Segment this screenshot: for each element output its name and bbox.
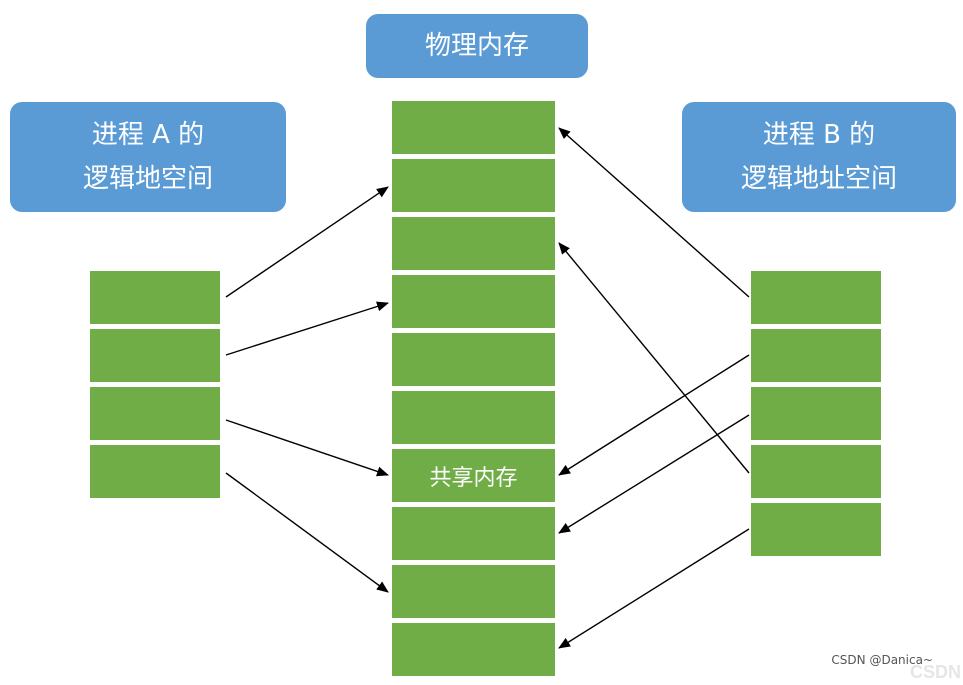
physical-memory-block — [392, 333, 555, 386]
process-b-title: 进程 B 的 逻辑地址空间 — [682, 102, 956, 212]
process-a-block — [90, 329, 220, 382]
arrow-b2 — [558, 354, 750, 476]
physical-memory-block — [392, 101, 555, 154]
process-a-title-line2: 逻辑地空间 — [82, 164, 213, 194]
arrow-a3 — [225, 419, 389, 477]
arrow-b1 — [558, 127, 750, 298]
arrow-a2 — [225, 301, 389, 356]
process-a-block — [90, 445, 220, 498]
process-b-title-line2: 逻辑地址空间 — [740, 164, 897, 194]
process-b-block — [751, 445, 881, 498]
csdn-logo-watermark: CSDN — [909, 662, 961, 682]
physical-memory-block — [392, 275, 555, 328]
arrow-a1 — [225, 186, 389, 298]
physical-memory-block — [392, 217, 555, 270]
arrow-b3 — [558, 414, 750, 534]
shared-memory-label: 共享内存 — [429, 465, 518, 491]
arrow-b5 — [558, 528, 750, 649]
arrow-a4 — [225, 472, 389, 593]
physical-memory-block — [392, 391, 555, 444]
arrow-b4 — [558, 242, 750, 474]
physical-memory-block — [392, 623, 555, 676]
physical-memory-block — [392, 565, 555, 618]
process-b-block — [751, 329, 881, 382]
process-b-block — [751, 271, 881, 324]
physical-memory-title-text: 物理内存 — [424, 31, 529, 61]
physical-memory-title: 物理内存 — [366, 14, 588, 78]
process-a-block — [90, 271, 220, 324]
process-a-block — [90, 387, 220, 440]
physical-memory-block — [392, 507, 555, 560]
process-b-block — [751, 387, 881, 440]
shared-memory-block: 共享内存 — [392, 449, 555, 502]
physical-memory-block — [392, 159, 555, 212]
process-a-title: 进程 A 的 逻辑地空间 — [10, 102, 286, 212]
process-b-block — [751, 503, 881, 556]
process-a-title-line1: 进程 A 的 — [91, 120, 205, 150]
csdn-watermark: CSDN @Danica~ — [831, 653, 933, 667]
process-b-title-line1: 进程 B 的 — [762, 120, 876, 150]
